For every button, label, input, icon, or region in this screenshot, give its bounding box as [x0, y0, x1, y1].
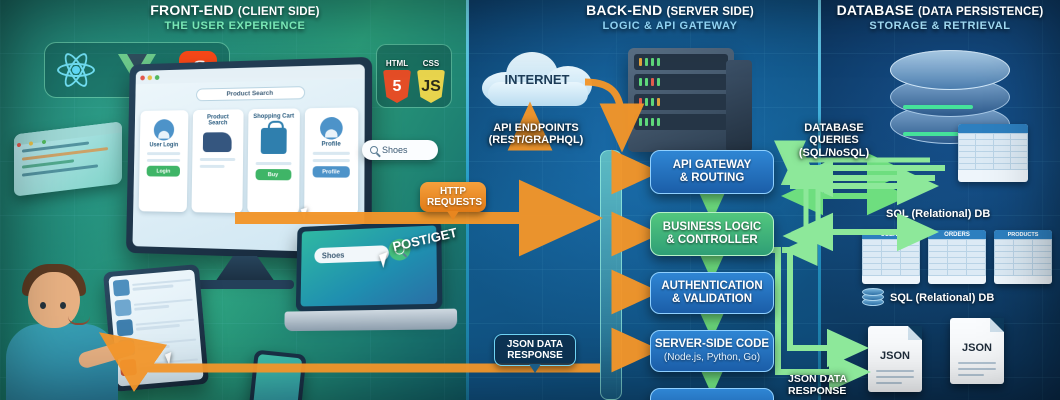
database-cylinder-icon: [890, 50, 1010, 158]
table-orders: ORDERS: [928, 230, 986, 284]
step-label-line1: API GATEWAY: [672, 158, 752, 171]
label-http-requests: HTTP REQUESTS: [420, 182, 486, 221]
backend-title-paren: (SERVER SIDE): [666, 6, 754, 18]
json-document-icon: JSON: [950, 318, 1004, 384]
table-products: PRODUCTS: [994, 230, 1052, 284]
monitor-card-grid: User Login Login Product Search Shopping…: [138, 107, 359, 216]
css-badge: CSS JS: [416, 59, 446, 103]
laptop-search-field[interactable]: Shoes: [314, 245, 389, 264]
internet-label: INTERNET: [504, 72, 570, 87]
step-label-line2: & VALIDATION: [671, 293, 753, 305]
search-pill-value: Shoes: [382, 145, 408, 155]
database-title: DATABASE: [836, 2, 914, 18]
card-title: Shopping Cart: [253, 113, 295, 121]
backend-step-server-side-code[interactable]: SERVER-SIDE CODE (Node.js, Python, Go): [650, 330, 774, 372]
database-title-paren: (DATA PERSISTENCE): [917, 6, 1044, 18]
card-product-search: Product Search: [191, 109, 244, 214]
step-label-line1: BUSINESS LOGIC: [662, 220, 762, 233]
table-header-label: USERS: [862, 230, 920, 239]
card-shopping-cart: Shopping Cart Buy: [246, 108, 300, 215]
backend-header: BACK-END (SERVER SIDE) LOGIC & API GATEW…: [545, 2, 795, 32]
card-profile: Profile Profile: [303, 107, 359, 216]
table-header-label: ORDERS: [928, 230, 986, 239]
frontend-title: FRONT-END: [150, 2, 234, 18]
column-divider: [818, 0, 821, 400]
react-logo-icon: [56, 50, 96, 90]
phone-screen: [249, 353, 303, 400]
backend-step-business-logic[interactable]: BUSINESS LOGIC & CONTROLLER: [650, 212, 774, 256]
profile-button[interactable]: Profile: [312, 166, 350, 178]
table-header: [958, 124, 1028, 133]
json-document-label: JSON: [880, 350, 910, 362]
label-api-endpoints: API ENDPOINTS (REST/GRAPHQL): [488, 122, 584, 147]
json-document-icon: JSON: [868, 326, 922, 392]
label-database-queries: DATABASE QUERIES (SQL/NoSQL): [798, 122, 870, 159]
login-button[interactable]: Login: [146, 165, 181, 177]
monitor-search-field[interactable]: Product Search: [196, 86, 306, 102]
frontend-subtitle: THE USER EXPERIENCE: [164, 20, 306, 32]
table-users: USERS: [862, 230, 920, 284]
server-rack-side-unit: [726, 60, 752, 152]
json-document-label: JSON: [962, 342, 992, 354]
backend-title: BACK-END: [586, 2, 663, 18]
web-tech-badges-panel: HTML 5 CSS JS: [376, 44, 452, 108]
buy-button[interactable]: Buy: [255, 169, 292, 181]
smartphone-illustration: [245, 349, 307, 400]
caption-sql-relational-db-top: SQL (Relational) DB: [886, 208, 991, 220]
card-user-login: User Login Login: [138, 110, 189, 213]
mini-database-icon: [862, 288, 884, 306]
user-character-illustration: [0, 262, 138, 400]
frontend-title-paren: (CLIENT SIDE): [237, 6, 320, 18]
server-rack-illustration: [628, 48, 734, 152]
avatar: [319, 116, 343, 140]
database-header: DATABASE (DATA PERSISTENCE) STORAGE & RE…: [815, 2, 1060, 32]
browser-chrome-bar: [135, 64, 365, 85]
html5-badge: HTML 5: [382, 59, 412, 103]
label-json-data-response-left: JSON DATA RESPONSE: [494, 334, 576, 374]
backend-step-partial[interactable]: [650, 388, 774, 400]
table-header-label: PRODUCTS: [994, 230, 1052, 239]
css-badge-caption: CSS: [422, 59, 440, 68]
database-table-grid: [958, 124, 1028, 182]
internet-cloud-icon: INTERNET: [482, 52, 592, 106]
avatar: [153, 119, 175, 141]
step-label-line2: & ROUTING: [679, 172, 745, 184]
shopping-bag-icon: [260, 127, 287, 154]
step-label-line1: AUTHENTICATION: [661, 279, 763, 292]
backend-step-authentication[interactable]: AUTHENTICATION & VALIDATION: [650, 272, 774, 314]
product-thumbnail: [203, 132, 233, 153]
html5-shield-icon: 5: [383, 70, 411, 103]
backend-step-api-gateway[interactable]: API GATEWAY & ROUTING: [650, 150, 774, 194]
card-title: Product Search: [207, 114, 229, 127]
database-subtitle: STORAGE & RETRIEVAL: [869, 20, 1011, 32]
card-title: Profile: [321, 141, 341, 148]
data-stream-column: [600, 150, 622, 400]
html5-badge-caption: HTML: [385, 59, 409, 68]
floating-search-pill[interactable]: Shoes: [362, 140, 438, 160]
step-label-line2: (Node.js, Python, Go): [663, 351, 761, 363]
search-icon: [370, 146, 378, 154]
frontend-header: FRONT-END (CLIENT SIDE) THE USER EXPERIE…: [60, 2, 410, 32]
step-label-line2: & CONTROLLER: [666, 234, 758, 246]
label-json-data-response-right: JSON DATA RESPONSE: [788, 373, 848, 397]
caption-sql-relational-db-bottom: SQL (Relational) DB: [890, 292, 995, 304]
js-shield-icon: JS: [417, 70, 445, 103]
step-label-line1: SERVER-SIDE CODE: [654, 338, 770, 351]
backend-subtitle: LOGIC & API GATEWAY: [602, 20, 738, 32]
monitor-base: [196, 280, 294, 289]
code-editor-window-illustration: [14, 121, 122, 197]
card-title: User Login: [149, 142, 179, 149]
laptop-keyboard-base: [284, 308, 458, 332]
